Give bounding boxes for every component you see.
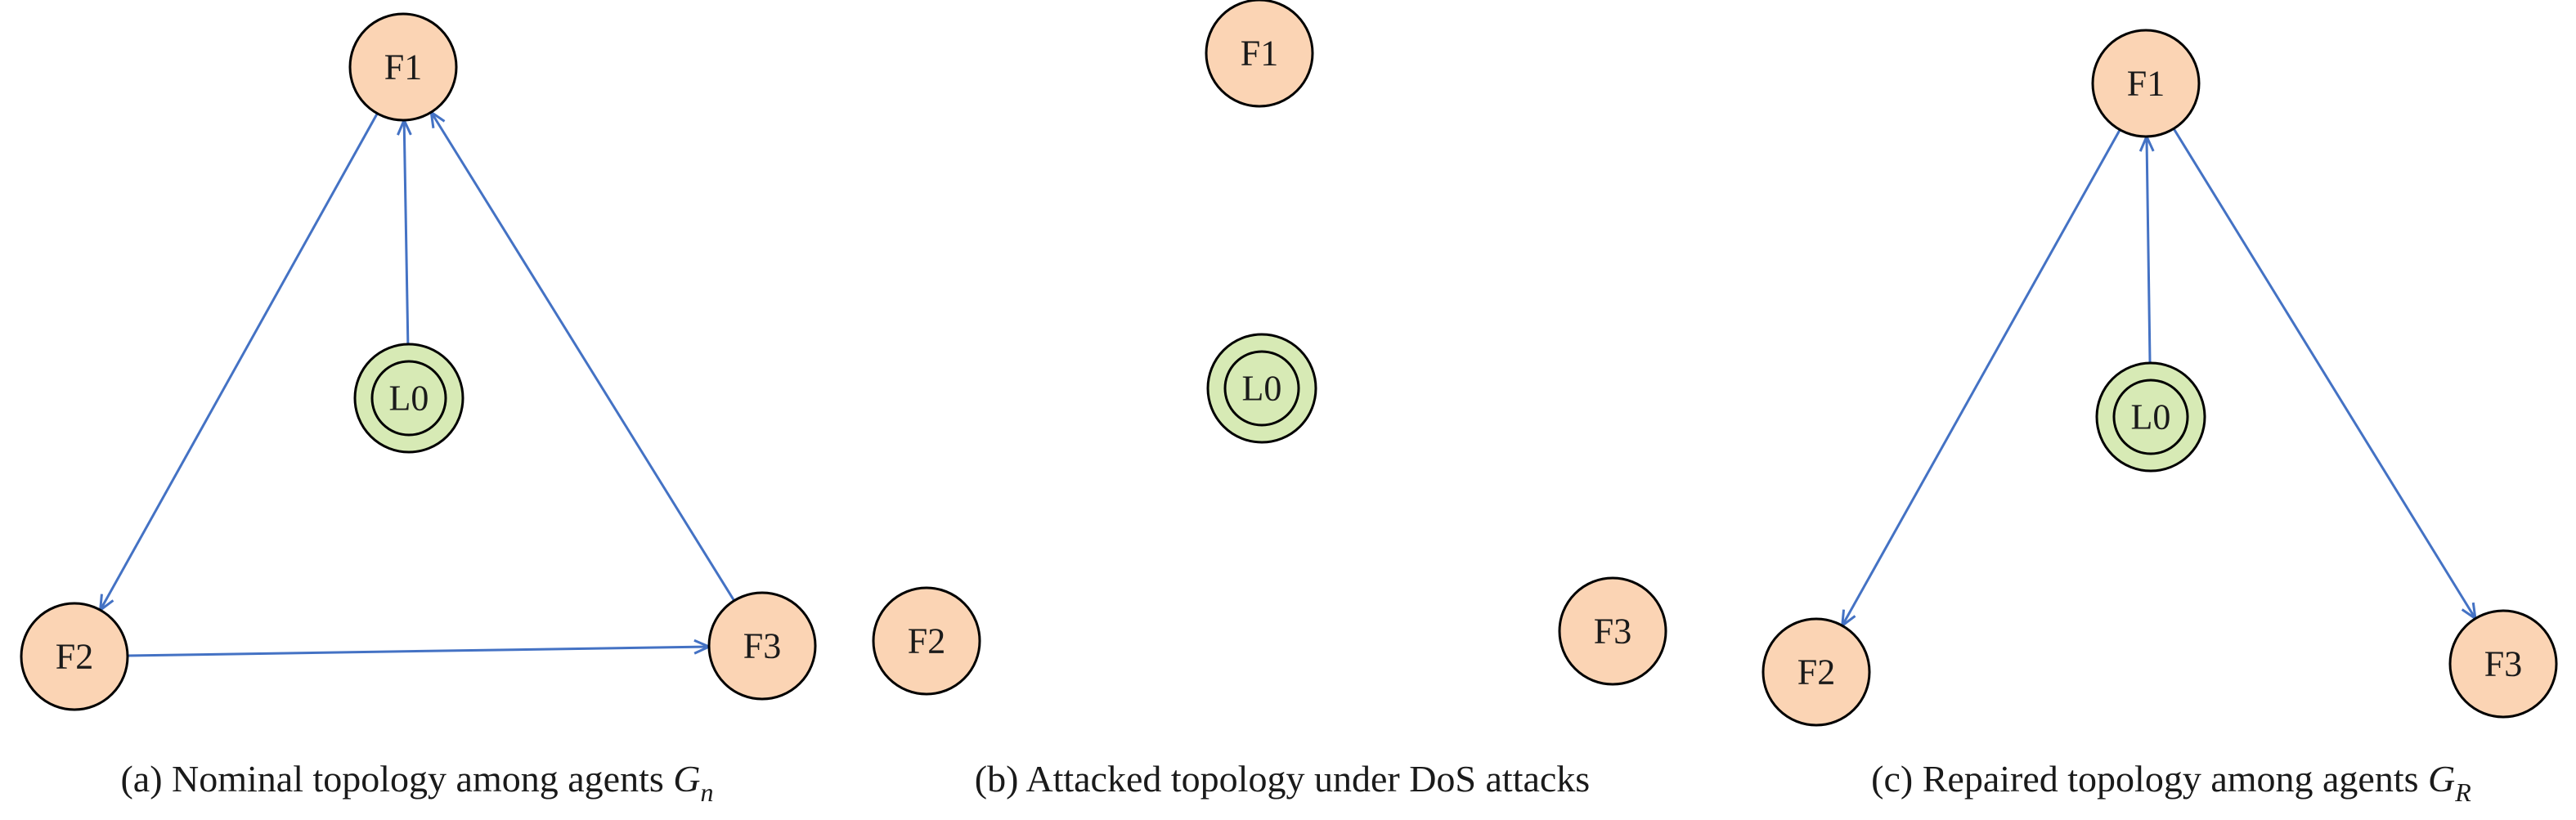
node-l0: L0 xyxy=(1206,333,1317,444)
node-label: L0 xyxy=(1242,369,1282,409)
panel-c-edges xyxy=(1842,128,2475,625)
caption-subscript: n xyxy=(701,777,714,807)
node-f3: F3 xyxy=(1558,576,1667,686)
caption-text: (b) Attacked topology under DoS attacks xyxy=(975,758,1590,800)
node-f1: F1 xyxy=(1205,0,1314,108)
caption-subscript: R xyxy=(2454,777,2471,807)
node-f2: F2 xyxy=(872,586,981,696)
edge-l0-to-f1 xyxy=(404,120,408,345)
caption-b: (b) Attacked topology under DoS attacks xyxy=(975,758,1590,800)
node-label: F3 xyxy=(1594,612,1631,652)
panel-c: F1 L0 F2 F3 (c) Repaired topology among … xyxy=(1761,29,2558,807)
node-f3: F3 xyxy=(2448,609,2558,719)
edge-f1-to-f3 xyxy=(2172,128,2475,618)
caption-text: (a) Nominal topology among agents xyxy=(120,758,673,800)
node-label: F2 xyxy=(1797,652,1835,692)
node-f2: F2 xyxy=(1761,617,1871,727)
node-label: L0 xyxy=(2131,397,2171,437)
edge-f3-to-f1 xyxy=(431,112,736,602)
caption-symbol: G xyxy=(673,758,700,800)
panel-b: F1 L0 F2 F3 (b) Attacked topology under … xyxy=(872,0,1667,800)
node-label: F1 xyxy=(384,47,422,87)
node-l0: L0 xyxy=(353,343,464,454)
panel-a: F1 L0 F2 F3 (a) Nominal topology among a… xyxy=(20,12,817,807)
node-label: F2 xyxy=(56,637,93,677)
node-l0: L0 xyxy=(2095,361,2206,473)
node-label: F1 xyxy=(2127,64,2165,104)
node-f1: F1 xyxy=(348,12,458,122)
node-label: F3 xyxy=(2484,644,2522,684)
edge-f1-to-f2 xyxy=(1842,128,2121,626)
node-f1: F1 xyxy=(2091,29,2201,138)
node-f3: F3 xyxy=(707,591,817,701)
caption-text: (c) Repaired topology among agents xyxy=(1871,758,2428,800)
caption-c: (c) Repaired topology among agents GR xyxy=(1871,758,2471,807)
node-label: F1 xyxy=(1241,34,1278,74)
node-label: F3 xyxy=(743,626,781,666)
panel-a-edges xyxy=(101,112,736,657)
node-f2: F2 xyxy=(20,602,129,711)
node-label: L0 xyxy=(389,379,429,419)
node-label: F2 xyxy=(908,621,945,661)
edge-l0-to-f1 xyxy=(2147,137,2150,364)
edge-f2-to-f3 xyxy=(127,647,709,657)
caption-a: (a) Nominal topology among agents Gn xyxy=(120,758,713,807)
caption-symbol: G xyxy=(2428,758,2455,800)
edge-f1-to-f2 xyxy=(101,113,379,610)
